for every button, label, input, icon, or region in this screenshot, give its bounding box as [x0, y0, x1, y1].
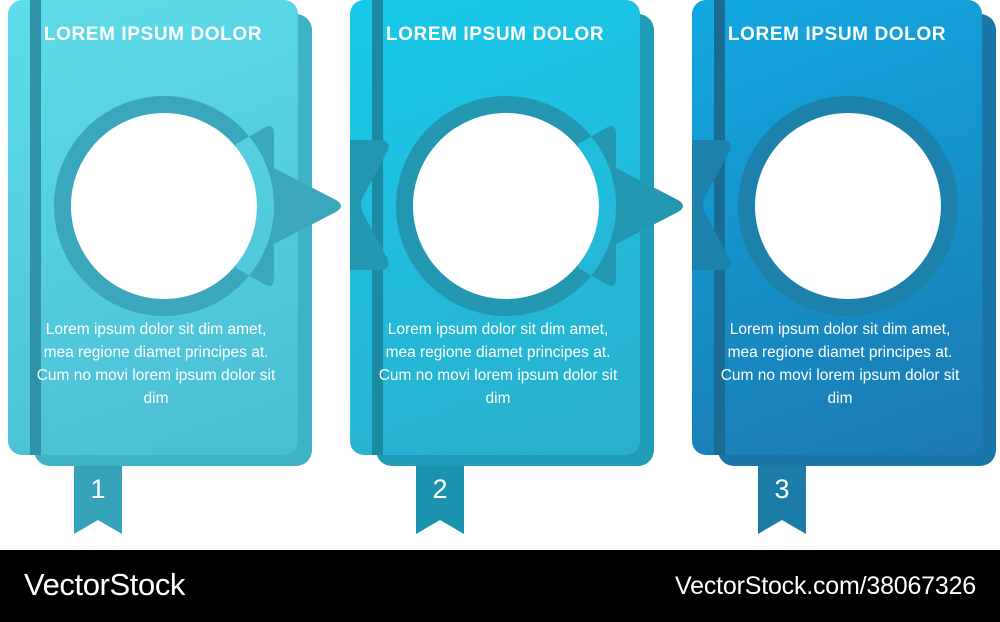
step-2-notch-icon: [350, 140, 389, 270]
step-3-spine: [714, 0, 725, 455]
step-1-title: LOREM IPSUM DOLOR: [43, 24, 263, 45]
step-3-title: LOREM IPSUM DOLOR: [727, 24, 947, 45]
step-3-body: Lorem ipsum dolor sit dim amet, mea regi…: [720, 321, 960, 407]
ribbon-icon-3: [758, 466, 806, 534]
step-2-ring-arrow-icon: [396, 96, 683, 316]
step-card-3[interactable]: LOREM IPSUM DOLOR Lorem ipsum dolor sit …: [692, 0, 996, 550]
infographic-canvas: LOREM IPSUM DOLOR Lorem ipsum dolor sit …: [8, 0, 996, 550]
step-badge-2[interactable]: 2: [412, 466, 468, 534]
step-2-title: LOREM IPSUM DOLOR: [385, 24, 605, 45]
step-badge-3[interactable]: 3: [754, 466, 810, 534]
step-1-body: Lorem ipsum dolor sit dim amet, mea regi…: [36, 321, 276, 407]
step-badge-3-number: 3: [774, 474, 790, 504]
watermark-bar: VectorStock VectorStock.com/38067326: [0, 550, 1000, 622]
vectorstock-logo: VectorStock: [24, 567, 186, 602]
step-badge-1-number: 1: [90, 474, 106, 504]
step-2-body: Lorem ipsum dolor sit dim amet, mea regi…: [378, 321, 618, 407]
step-2-spine: [372, 0, 383, 455]
step-card-1[interactable]: LOREM IPSUM DOLOR Lorem ipsum dolor sit …: [8, 0, 341, 550]
step-1-spine: [30, 0, 41, 455]
step-badge-1[interactable]: 1: [70, 466, 126, 534]
step-3-notch-icon: [692, 140, 731, 270]
step-card-2[interactable]: LOREM IPSUM DOLOR Lorem ipsum dolor sit …: [350, 0, 683, 550]
ribbon-icon-2: [416, 466, 464, 534]
step-badge-2-number: 2: [432, 474, 448, 504]
ribbon-icon-1: [74, 466, 122, 534]
step-3-ring-icon: [738, 96, 958, 316]
step-1-ring-arrow-icon: [54, 96, 341, 316]
vectorstock-url: VectorStock.com/38067326: [675, 572, 976, 600]
